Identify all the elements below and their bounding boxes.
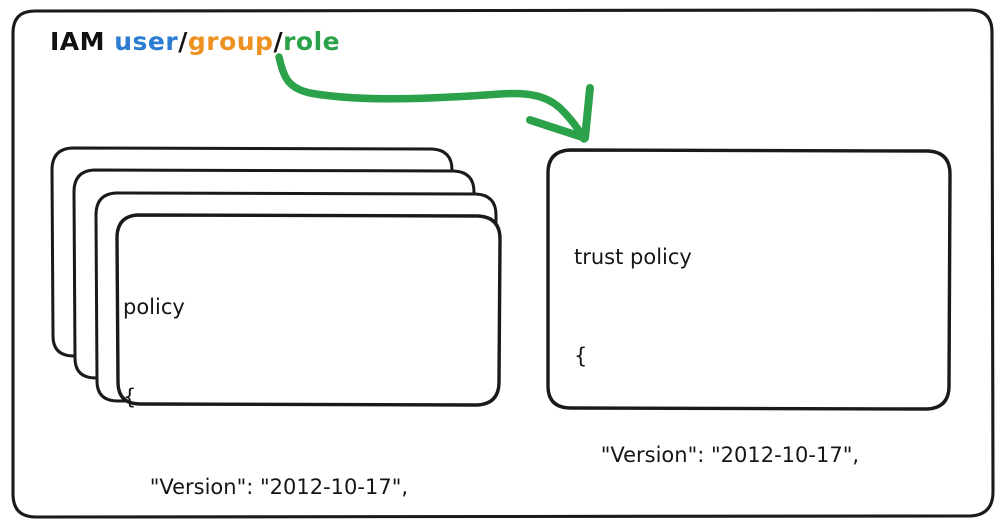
trust-line-label: trust policy	[574, 245, 692, 269]
policy-line-version: "Version": "2012-10-17",	[123, 475, 409, 499]
title-part-iam: IAM	[50, 27, 115, 56]
trust-line-version: "Version": "2012-10-17",	[574, 443, 860, 467]
iam-identity-frame	[11, 8, 995, 519]
policy-card-stack	[50, 146, 502, 407]
trust-policy-content: trust policy { "Version": "2012-10-17", …	[574, 175, 859, 531]
title-separator-2: /	[273, 27, 284, 56]
policy-line-open: {	[123, 385, 137, 409]
policy-line-label: policy	[123, 295, 185, 319]
title-part-user: user	[114, 27, 179, 56]
title-part-role: role	[283, 27, 341, 56]
arrow-shaft	[275, 53, 588, 143]
trust-line-open: {	[574, 344, 588, 368]
title-part-group: group	[187, 27, 274, 56]
policy-card-front	[115, 213, 502, 407]
trust-policy-box	[546, 148, 952, 411]
page-title: IAM user/group/role	[50, 27, 340, 56]
policy-card-content: policy { "Version": "2012-10-17", "State…	[123, 232, 445, 531]
title-separator-1: /	[178, 27, 188, 56]
arrow-head	[526, 84, 594, 142]
role-to-trust-policy-arrow	[275, 53, 594, 143]
